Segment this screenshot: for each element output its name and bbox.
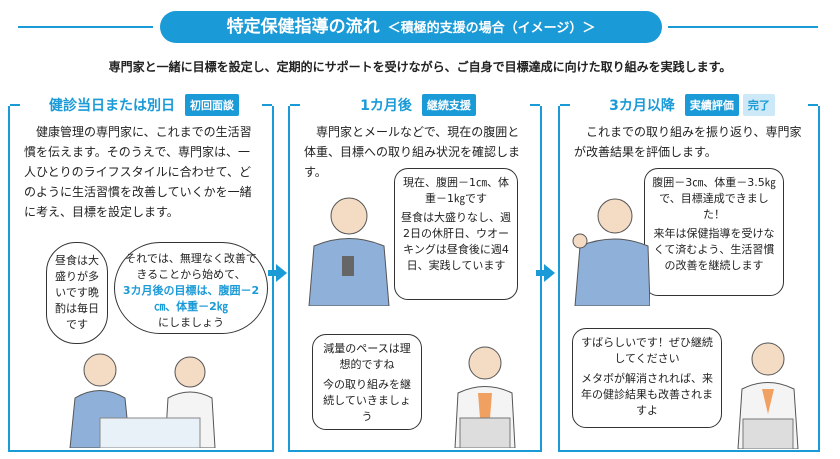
speech-bubble-client: 現在、腹囲－1㎝、体重－1㎏です昼食は大盛りなし、週2日の休肝日、ウオーキングは… [394,168,518,300]
speech-bubble-expert: 減量のペースは理想的ですね今の取り組みを継続していきましょう [312,334,422,430]
speech-bubble-client: 昼食は大盛りが多いです晩酌は毎日です [46,242,108,344]
tag: 初回面談 [185,94,239,116]
arrow-right-icon [536,264,555,282]
panel-evaluation: 3カ月以降実績評価完了 これまでの取り組みを振り返り、専門家が改善結果を評価しま… [558,94,820,452]
panel-text: 専門家とメールなどで、現在の腹囲と体重、目標への取り組み状況を確認します。 [304,125,521,179]
title-subtitle: ＜積極的支援の場合（イメージ）＞ [387,21,596,36]
panel-label: 3カ月以降 [603,95,681,115]
title-line-left [18,26,153,28]
title-text: 特定保健指導の流れ [226,17,380,37]
tag-complete: 完了 [742,94,775,116]
tag: 実績評価 [684,94,739,116]
speech-bubble-expert: それでは、無理なく改善できることから始めて、3カ月後の目標は、腹囲－2㎝、体重－… [114,242,268,334]
panel-text: これまでの取り組みを振り返り、専門家が改善結果を評価します。 [574,125,802,159]
panel-continuous-support: 1カ月後継続支援 専門家とメールなどで、現在の腹囲と体重、目標への取り組み状況を… [288,94,542,452]
expert-applauding-illustration [737,342,799,449]
speech-bubble-expert: すばらしいです！ぜひ継続してくださいメタボが解消されれば、来年の健診結果も改善さ… [572,328,722,428]
page-title: 特定保健指導の流れ ＜積極的支援の場合（イメージ）＞ [160,11,662,43]
arrow-right-icon [268,264,287,282]
client-with-phone-illustration [308,197,390,306]
lead-text: 専門家と一緒に目標を設定し、定期的にサポートを受けながら、ご自身で目標達成に向け… [108,60,732,74]
speech-bubble-client: 腹囲－3㎝、体重－3.5㎏で、目標達成できました！来年は保健指導を受けなくて済む… [644,168,784,296]
panel-label: 1カ月後 [354,95,418,115]
panel-label: 健診当日または別日 [43,95,181,115]
title-line-right [668,26,818,28]
consultation-illustration [69,353,216,448]
expert-with-laptop-illustration [454,346,516,448]
tag: 継続支援 [421,94,476,116]
panel-text: 健康管理の専門家に、これまでの生活習慣を伝えます。そのうえで、専門家は、一人ひと… [24,125,252,219]
panel-initial-interview: 健診当日または別日初回面談 健康管理の専門家に、これまでの生活習慣を伝えます。そ… [8,94,274,452]
client-celebrating-illustration [572,198,650,306]
